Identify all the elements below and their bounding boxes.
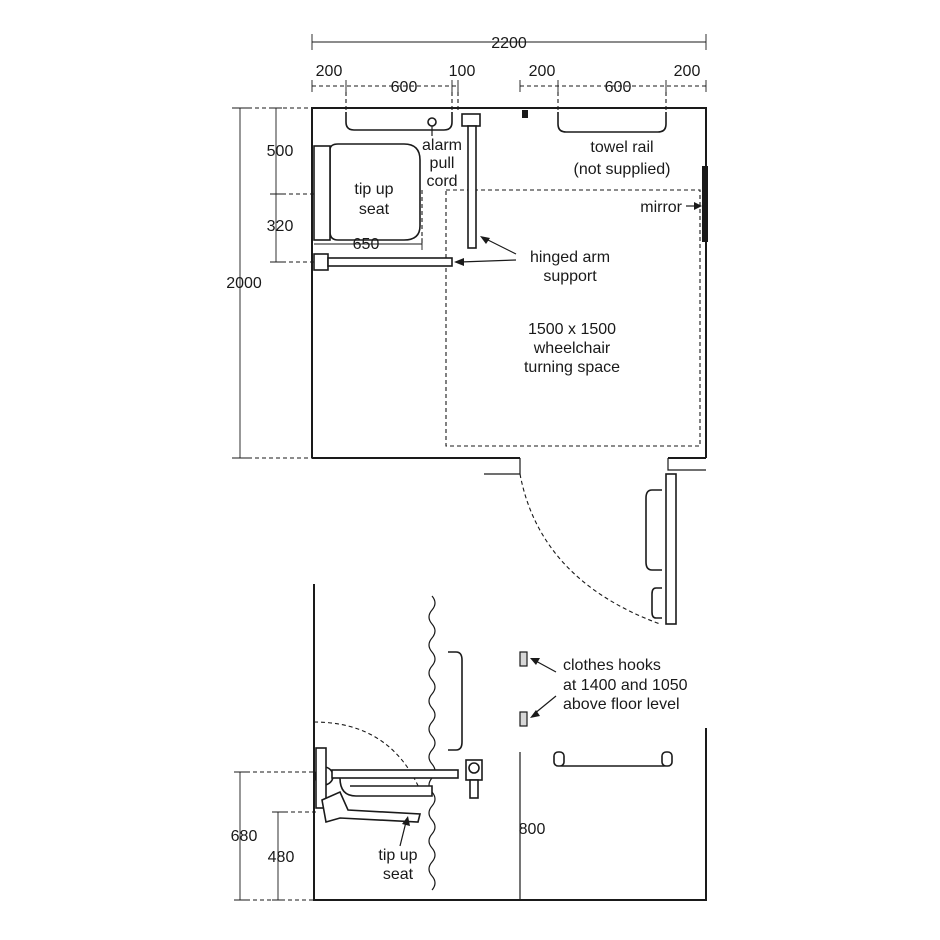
alarm-pull-cord	[427, 117, 437, 127]
dim-overall-depth: 2000	[226, 275, 262, 292]
elev-seat-arrow	[399, 821, 407, 847]
door-opening-right-jamb	[667, 458, 706, 471]
label-towel-2: (not supplied)	[574, 161, 671, 178]
dim-left-320: 320	[267, 218, 294, 235]
dim-top-left-600: 600	[391, 79, 418, 96]
towel-rail	[557, 112, 667, 133]
door-opening-left-jamb	[484, 458, 521, 475]
overall-depth-line	[232, 107, 248, 459]
elev-seat-arrowhead	[402, 816, 410, 826]
vertical-rail-bracket	[461, 113, 481, 127]
hinged-arm-support	[327, 257, 453, 267]
plan-view	[311, 107, 708, 625]
elevation-vertical-grab-rail	[448, 651, 463, 751]
rail-end-left	[553, 751, 565, 767]
label-turning-2: wheelchair	[533, 340, 611, 357]
label-elev-seat-2: seat	[383, 866, 414, 883]
elevation-walls	[313, 584, 707, 901]
mirror	[702, 166, 708, 242]
dim-top-right-200b: 200	[674, 63, 701, 80]
mirror-arrowhead	[694, 202, 702, 210]
hinged-arm-arrowhead-1	[480, 236, 490, 244]
dim-elev-680: 680	[231, 828, 258, 845]
label-plan-seat-1: tip up	[354, 181, 393, 198]
dim-seat-650: 650	[353, 236, 380, 253]
hooks-arrowhead-2	[530, 710, 540, 718]
shower-curtain	[428, 595, 436, 891]
dim-top-100: 100	[449, 63, 476, 80]
label-alarm-3: cord	[426, 173, 457, 190]
door-pull-handle	[645, 489, 662, 571]
plan-dimensions	[232, 34, 707, 459]
small-fixing-mark	[522, 110, 528, 118]
clothes-hook-upper	[519, 651, 528, 667]
dim-elev-800: 800	[519, 821, 546, 838]
hinged-arm-elevation	[331, 769, 459, 779]
hooks-arrow-2	[533, 695, 557, 715]
label-hooks-2: at 1400 and 1050	[563, 677, 688, 694]
hinged-arm-brace	[339, 777, 433, 797]
elevation-dimensions	[234, 771, 318, 901]
elevation-horizontal-grab-rail	[557, 754, 669, 767]
shower-control-knob	[468, 762, 480, 774]
tip-up-seat-elevation	[321, 790, 422, 824]
label-hooks-3: above floor level	[563, 696, 680, 713]
elevation-door-swing	[313, 721, 421, 791]
label-alarm-1: alarm	[422, 137, 462, 154]
door-swing-arc	[519, 473, 661, 625]
sub-width-ticks	[311, 80, 707, 92]
hinged-arm-bracket	[313, 253, 329, 271]
hooks-arrowhead-1	[530, 658, 540, 665]
label-elev-seat-1: tip up	[378, 847, 417, 864]
clothes-hook-lower	[519, 711, 528, 727]
label-hooks-1: clothes hooks	[563, 657, 661, 674]
label-plan-seat-2: seat	[359, 201, 390, 218]
label-turning-3: turning space	[524, 359, 620, 376]
label-hinged-2: support	[543, 268, 597, 285]
label-towel-1: towel rail	[590, 139, 653, 156]
hinged-arm-arrow-2	[459, 259, 517, 263]
door-leaf	[665, 473, 677, 625]
plan-room-walls	[311, 107, 707, 459]
seat-wall-bracket	[313, 145, 331, 241]
seat-wall-plate	[315, 747, 327, 809]
door-lock-handle	[651, 587, 662, 619]
turning-space-outline	[445, 189, 701, 447]
overall-width-line	[311, 34, 707, 50]
label-alarm-2: pull	[430, 155, 455, 172]
shower-control-stem	[469, 779, 479, 799]
extension-lines-top	[345, 92, 667, 112]
text-labels: 2200 200 600 100 200 600 200 2000 500 32…	[226, 35, 700, 883]
dim-left-500: 500	[267, 143, 294, 160]
dim-top-left-200: 200	[316, 63, 343, 80]
dim-elev-480: 480	[268, 849, 295, 866]
tip-up-seat-plan	[329, 143, 421, 241]
hinged-arm-arrowhead-2	[454, 258, 464, 266]
hinged-arm-arrow-1	[483, 237, 517, 255]
dim-top-right-600: 600	[605, 79, 632, 96]
elevation-view	[313, 584, 707, 901]
label-turning-1: 1500 x 1500	[528, 321, 616, 338]
rail-end-right	[661, 751, 673, 767]
left-sub-extension	[282, 193, 314, 263]
left-sub-dim-ticks	[270, 107, 282, 263]
dim-overall-width: 2200	[491, 35, 527, 52]
label-hinged-1: hinged arm	[530, 249, 610, 266]
elev-680-line	[234, 771, 246, 901]
vertical-support-rail	[467, 125, 477, 249]
label-mirror: mirror	[640, 199, 682, 216]
dim-top-right-200a: 200	[529, 63, 556, 80]
wall-grab-rail	[345, 112, 453, 131]
